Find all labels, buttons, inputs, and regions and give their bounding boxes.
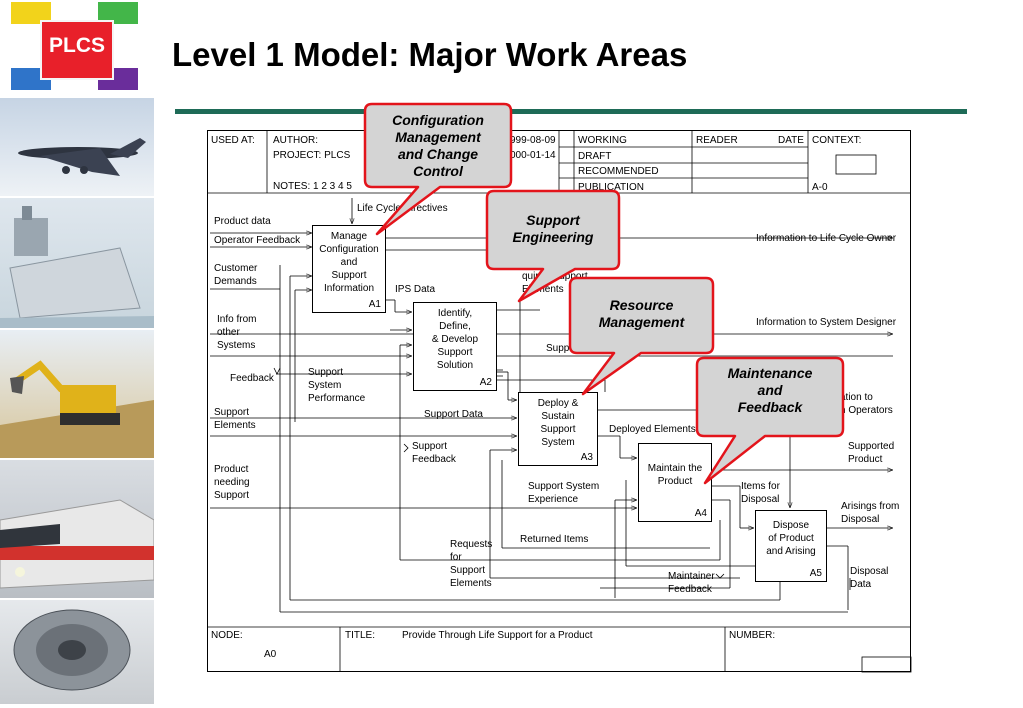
number-label: NUMBER: [729, 630, 776, 641]
arrow-label-support-feedback: Support Feedback [412, 441, 456, 465]
arrow-label-maintainer-feedback: Maintainer Feedback [668, 571, 715, 595]
arrow-label-support-system-experience: Support System Experience [528, 481, 600, 505]
arrow-label-info-life-cycle-owner: Information to Life Cycle Owner [756, 233, 897, 244]
activity-label: Dispose of Product and Arising [766, 520, 816, 557]
excavator-photo [0, 330, 154, 458]
logo-red-square [40, 20, 114, 80]
arrow-label-info-system-designer: Information to System Designer [756, 317, 897, 328]
activity-number: A1 [368, 299, 381, 310]
activity-label: Identify, Define, & Develop Support Solu… [431, 308, 479, 371]
ship-photo [0, 198, 154, 328]
node-value: A0 [264, 649, 277, 660]
arrow-label-requests-support-elements: Requests for Support Elements [450, 539, 493, 589]
idef0-diagram-frame [207, 130, 911, 672]
arrow-label-product-data: Product data [214, 216, 271, 227]
plcs-logo: PLCS [8, 2, 143, 94]
title-value: Provide Through Life Support for a Produ… [402, 630, 593, 641]
slide-title: Level 1 Model: Major Work Areas [172, 36, 688, 73]
activity-number: A2 [479, 377, 492, 388]
arrow-label-returned-items: Returned Items [520, 534, 589, 545]
train-photo [0, 460, 154, 598]
logo-green-square [98, 2, 138, 24]
activity-number: A5 [809, 568, 822, 579]
arrow-label-info-other-systems: Info from other Systems [217, 314, 257, 351]
arrow-label-feedback: Feedback [230, 373, 274, 384]
callout-text-resource-management: Resource Management [598, 297, 685, 330]
used-at-label: USED AT: [211, 135, 255, 146]
jet-engine-photo [0, 600, 154, 704]
callout-text-config: Configuration Management and Change Cont… [392, 112, 484, 179]
arrow-label-support-system-performance: Support System Performance [308, 367, 366, 404]
callout-maintenance-feedback [695, 356, 845, 485]
arrow-label-support-elements: Support Elements [214, 407, 256, 431]
status-publication: PUBLICATION [578, 182, 644, 193]
callout-text-maintenance: Maintenance and Feedback [727, 365, 813, 415]
context-node: A-0 [812, 182, 828, 193]
arrow-label-deployed-elements: Deployed Elements [609, 424, 696, 435]
activity-label: Manage Configuration and Support Informa… [319, 231, 379, 294]
status-recommended: RECOMMENDED [578, 166, 659, 177]
arrow-label-items-for-disposal: Items for Disposal [741, 481, 780, 505]
airplane-photo [0, 98, 154, 196]
activity-box-a2[interactable]: Identify, Define, & Develop Support Solu… [413, 302, 497, 391]
date-label: DATE [778, 135, 804, 146]
activity-label: Maintain the Product [647, 463, 703, 487]
arrow-label-support-partial: Suppo [546, 343, 575, 354]
activity-box-a4[interactable]: Maintain the Product A4 [638, 443, 712, 522]
title-label: TITLE: [345, 630, 376, 641]
activity-box-a1[interactable]: Manage Configuration and Support Informa… [312, 225, 386, 313]
node-label: NODE: [211, 630, 243, 641]
project-label: PROJECT: PLCS [273, 150, 351, 161]
title-underline [175, 109, 967, 114]
logo-yellow-square [11, 2, 51, 24]
arrow-label-customer-demands: Customer Demands [214, 263, 258, 287]
callout-config-management [363, 102, 513, 236]
date-revised: 000-01-14 [510, 150, 556, 161]
callout-support-engineering [485, 189, 621, 303]
arrow-label-disposal-data: Disposal Data [850, 566, 889, 590]
activity-label: Deploy & Sustain Support System [537, 398, 579, 448]
arrow-label-operator-feedback: Operator Feedback [214, 235, 301, 246]
activity-box-a5[interactable]: Dispose of Product and Arising A5 [755, 510, 827, 582]
arrow-label-ips-data: IPS Data [395, 284, 436, 295]
notes-label: NOTES: 1 2 3 4 5 [273, 181, 352, 192]
activity-number: A3 [580, 452, 593, 463]
reader-label: READER [696, 135, 738, 146]
arrow-label-support-data: Support Data [424, 409, 483, 420]
date-created: 999-08-09 [510, 135, 556, 146]
arrow-label-product-needing-support: Product needing Support [214, 464, 250, 501]
context-label: CONTEXT: [812, 135, 862, 146]
arrow-label-arisings-from-disposal: Arisings from Disposal [841, 501, 900, 525]
author-label: AUTHOR: [273, 135, 318, 146]
arrow-label-supported-product: Supported Product [848, 441, 895, 465]
activity-box-a3[interactable]: Deploy & Sustain Support System A3 [518, 392, 598, 466]
activity-number: A4 [694, 508, 707, 519]
callout-resource-management [568, 276, 715, 396]
logo-text: PLCS [48, 34, 105, 57]
callout-text-support-engineering: Support Engineering [512, 212, 594, 245]
status-working: WORKING [578, 135, 627, 146]
status-draft: DRAFT [578, 151, 612, 162]
